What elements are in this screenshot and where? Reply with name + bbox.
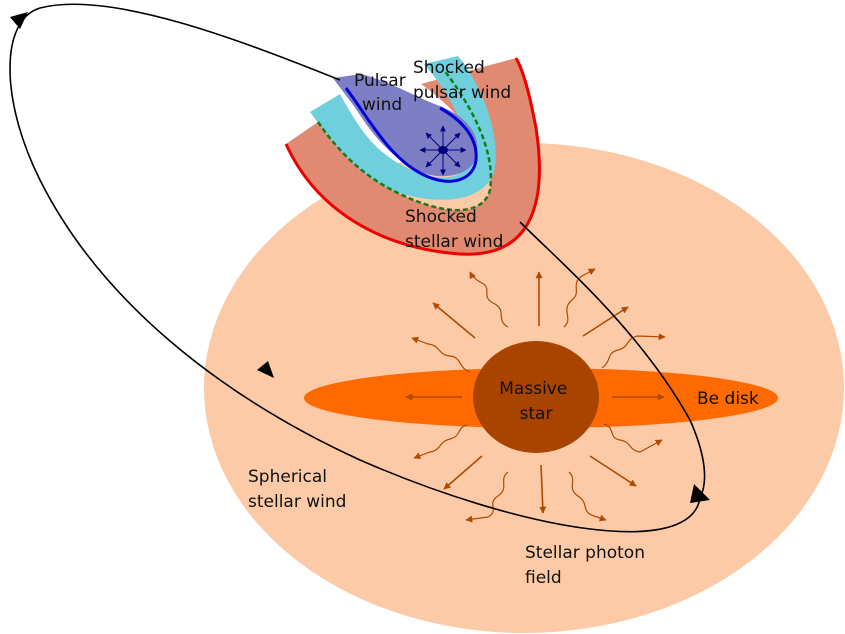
stellar-photon-field-label: Stellar photon field [525,543,650,588]
wavy-arrow-icon [469,271,509,328]
wavy-arrow-icon [603,423,663,453]
bow-shock-outer-edge [284,57,541,256]
shocked-stellar-wind-label: Shocked stellar wind [405,207,503,252]
termination-shock [344,87,478,183]
photon-wavy-arrows [411,268,666,523]
photon-arrow-upper-right [582,306,629,337]
orbit-arrowhead-left [257,361,274,378]
photon-arrow-lower-left [443,455,483,490]
shocked-pulsar-wind-label: Shocked pulsar wind [413,58,511,103]
contact-discontinuity [316,69,493,212]
pulsar-orbit [9,3,701,533]
orbit-arrowhead-top [10,12,28,29]
pulsar-orbit-lower [519,221,706,499]
massive-star-label: Massive star [499,379,572,424]
orbit-arrowhead-bottom [690,484,710,503]
wavy-arrow-icon [465,471,509,523]
photon-arrow-down [539,464,547,514]
pulsar [438,146,448,154]
photon-arrow-lower-right [589,455,637,487]
be-disk-label: Be disk [697,389,759,409]
massive-star [473,341,599,453]
pulsar-wind-label: Pulsar wind [354,71,411,115]
photon-arrow-upper-left [432,302,476,339]
spherical-stellar-wind-label: Spherical stellar wind [248,467,346,512]
wavy-arrow-icon [411,336,471,373]
wavy-arrow-icon [413,424,468,460]
wavy-arrow-icon [568,471,607,522]
wavy-arrow-icon [563,268,596,328]
photon-straight-arrows [405,271,665,514]
shocked-pulsar-wind-region [310,56,496,200]
